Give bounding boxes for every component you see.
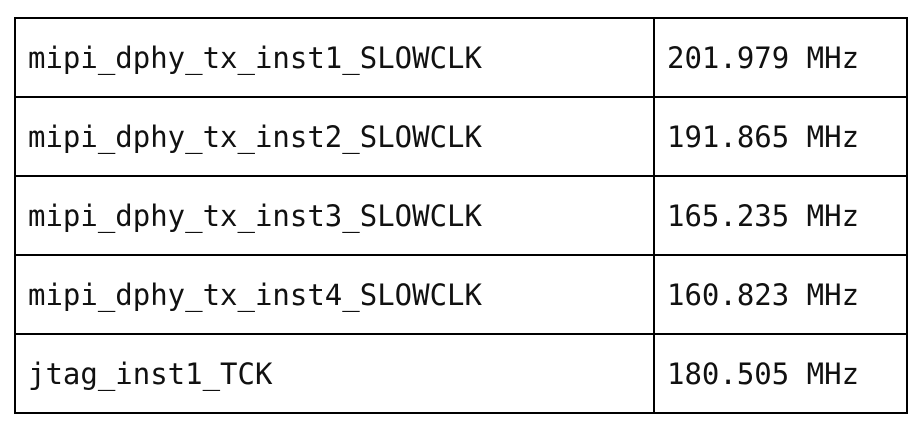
table-row: jtag_inst1_TCK 180.505 MHz — [14, 333, 908, 414]
clock-frequency-cell: 165.235 MHz — [653, 175, 908, 256]
clock-frequency-cell: 180.505 MHz — [653, 333, 908, 414]
clock-name-cell: mipi_dphy_tx_inst2_SLOWCLK — [14, 96, 655, 177]
clock-name-cell: mipi_dphy_tx_inst4_SLOWCLK — [14, 254, 655, 335]
clock-frequency-cell: 191.865 MHz — [653, 96, 908, 177]
table-row: mipi_dphy_tx_inst2_SLOWCLK 191.865 MHz — [14, 96, 908, 177]
table-row: mipi_dphy_tx_inst3_SLOWCLK 165.235 MHz — [14, 175, 908, 256]
clock-frequency-table-container: mipi_dphy_tx_inst1_SLOWCLK 201.979 MHz m… — [14, 17, 908, 414]
clock-name-cell: jtag_inst1_TCK — [14, 333, 655, 414]
clock-frequency-cell: 160.823 MHz — [653, 254, 908, 335]
table-row: mipi_dphy_tx_inst4_SLOWCLK 160.823 MHz — [14, 254, 908, 335]
clock-frequency-cell: 201.979 MHz — [653, 17, 908, 98]
clock-name-cell: mipi_dphy_tx_inst1_SLOWCLK — [14, 17, 655, 98]
clock-frequency-table: mipi_dphy_tx_inst1_SLOWCLK 201.979 MHz m… — [14, 17, 908, 414]
table-row: mipi_dphy_tx_inst1_SLOWCLK 201.979 MHz — [14, 17, 908, 98]
clock-name-cell: mipi_dphy_tx_inst3_SLOWCLK — [14, 175, 655, 256]
